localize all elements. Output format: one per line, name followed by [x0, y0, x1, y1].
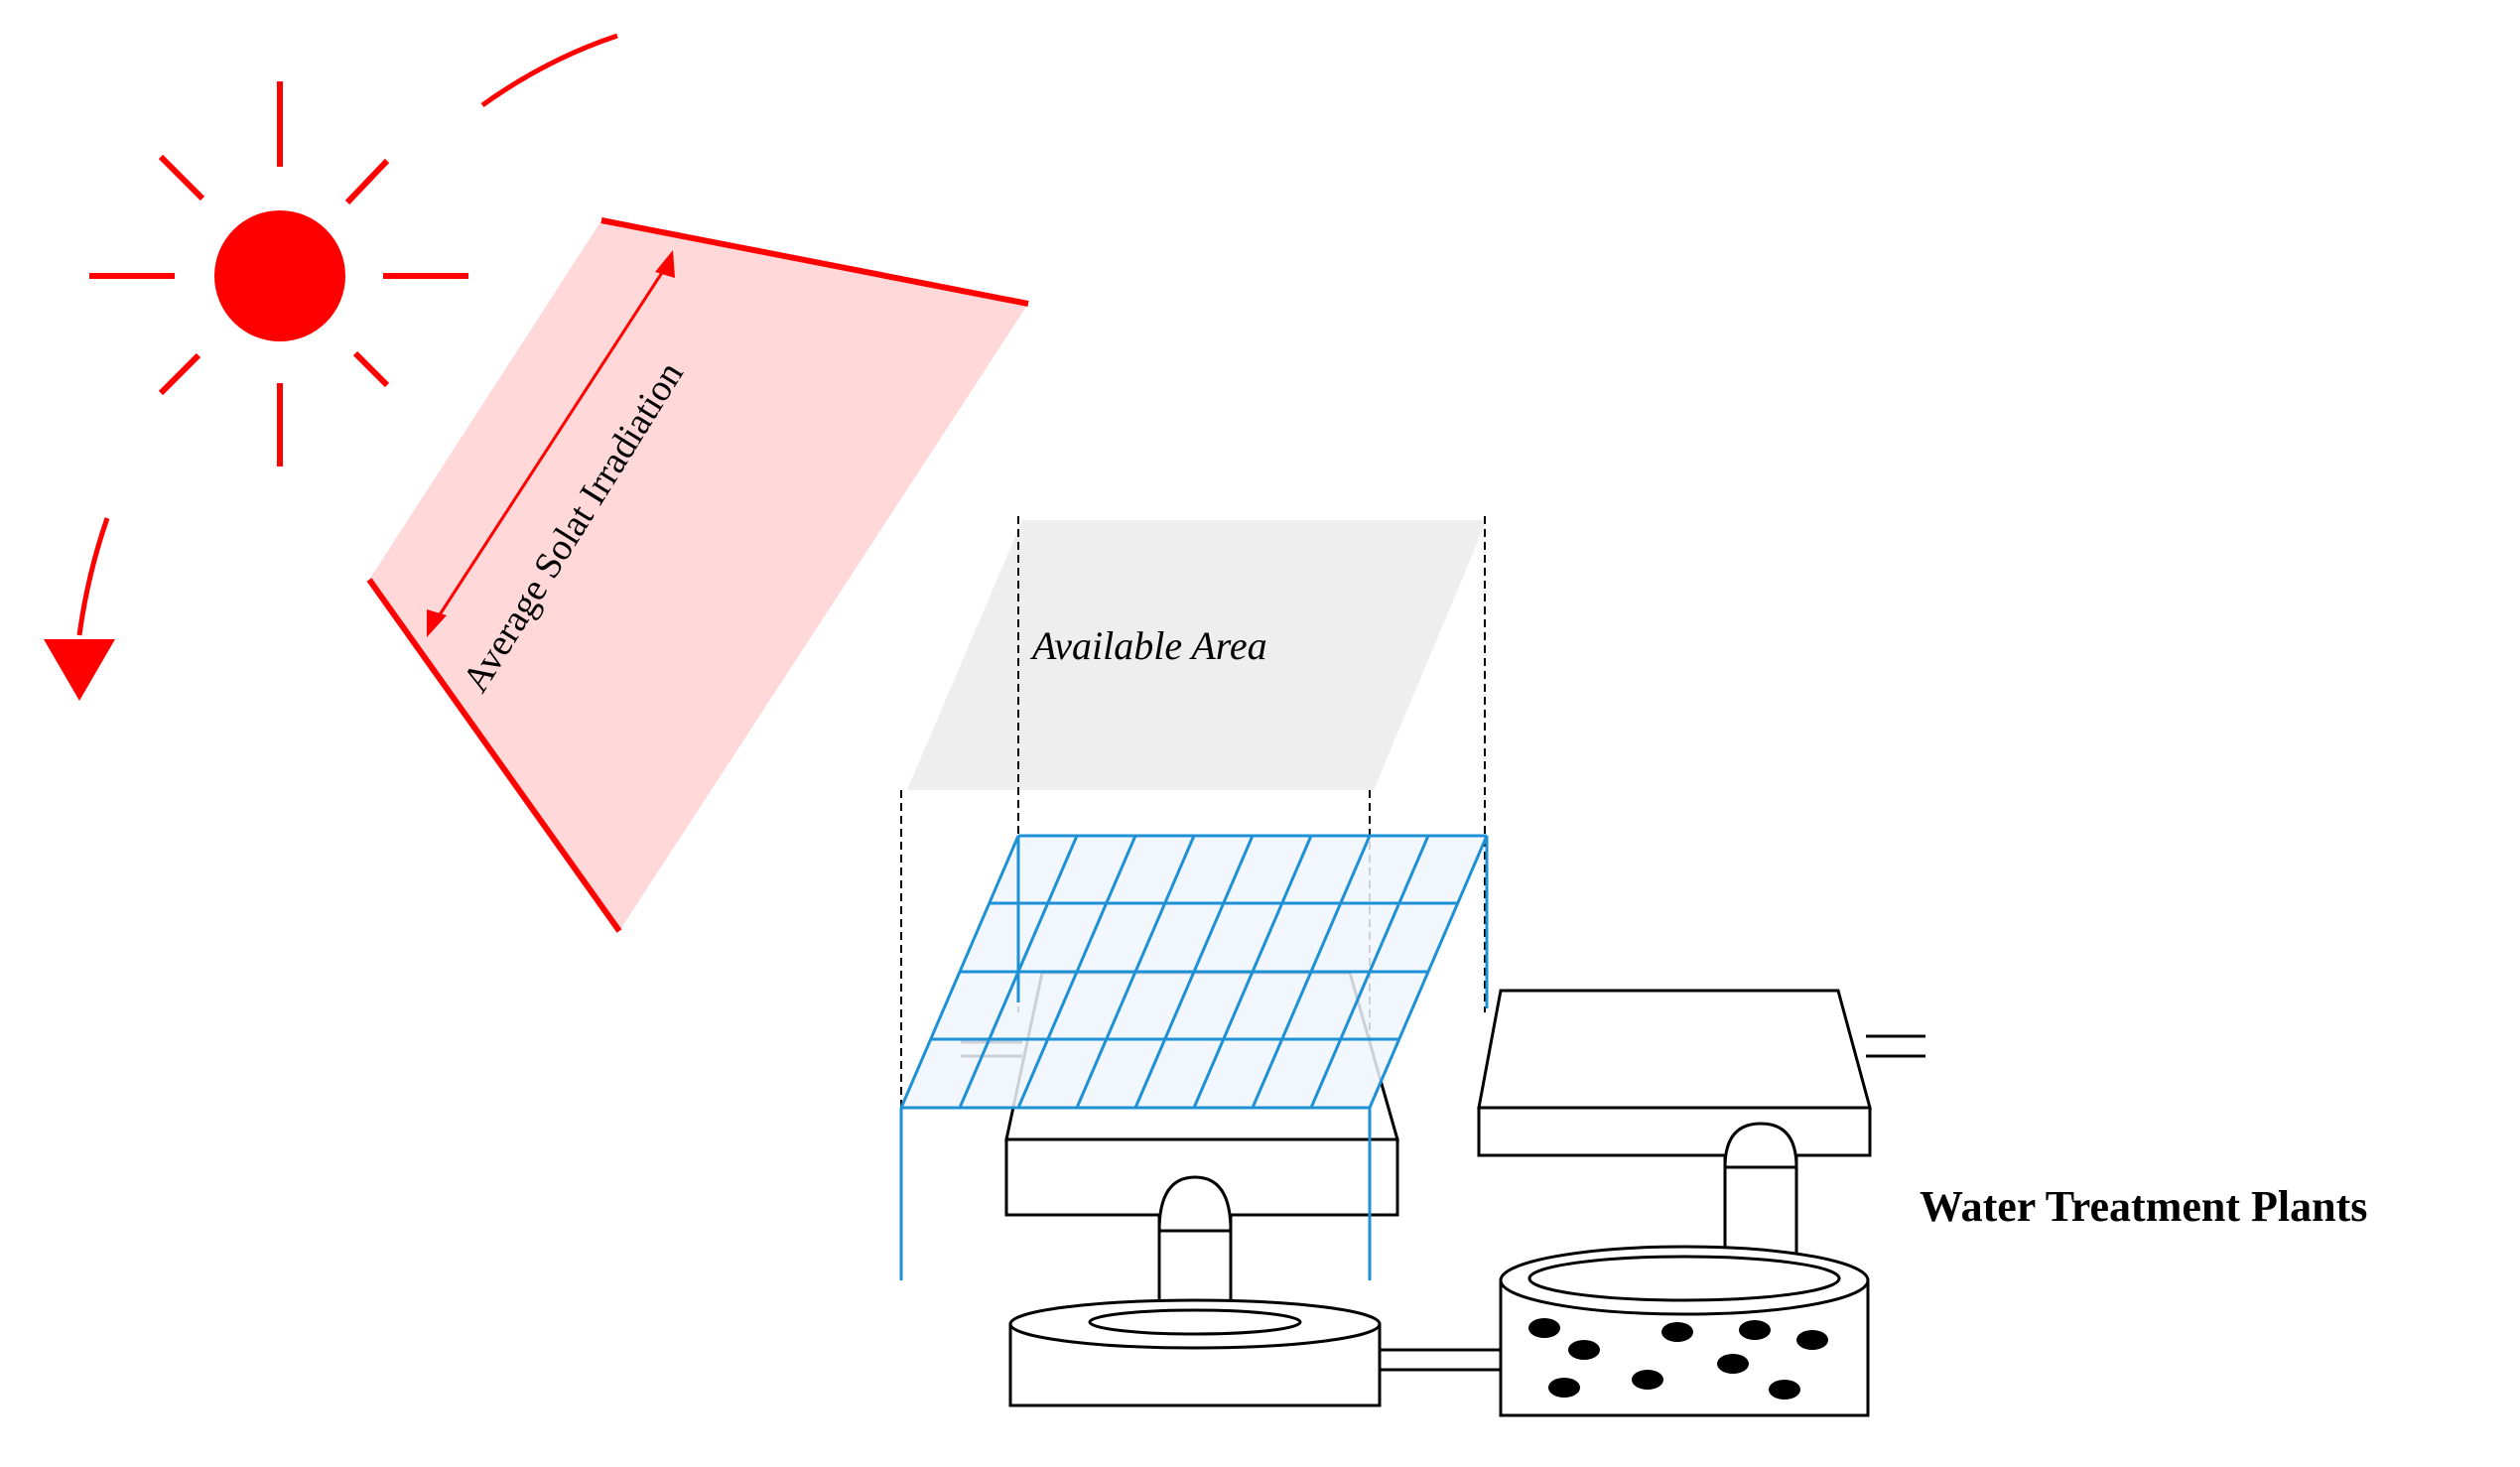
media-pellet [1661, 1322, 1693, 1342]
media-pellet [1769, 1380, 1800, 1400]
media-pellet [1568, 1340, 1600, 1360]
available-area: Available Area [900, 516, 1487, 1108]
beam-fill [369, 220, 1028, 931]
irradiation-double-arrow [435, 267, 667, 620]
panel-grid-line [899, 835, 1020, 1109]
media-pellet [1796, 1330, 1828, 1350]
panel-grid-line [1309, 835, 1430, 1109]
arrowhead-down [427, 609, 447, 637]
available-area-plane [907, 520, 1487, 790]
panel-grid-line [1133, 835, 1255, 1109]
sun-ray [158, 352, 201, 396]
media-pellet [1739, 1320, 1771, 1340]
solar-panel [899, 834, 1489, 1280]
beam-edge-top [600, 217, 1029, 307]
irradiation-beam: Average Solat Irradiation [366, 217, 1029, 933]
sun-path-arrow-icon [44, 33, 618, 701]
media-tank-opening [1527, 1255, 1841, 1302]
media-pellet [1548, 1378, 1580, 1398]
sun-path-arrowhead [44, 639, 115, 701]
arrowhead-up [655, 250, 675, 278]
ring-tank-opening [1088, 1308, 1302, 1336]
sun-disc [214, 210, 345, 341]
media-pellet [1528, 1318, 1560, 1338]
sun-ray [352, 350, 390, 388]
available-area-label: Available Area [1029, 623, 1267, 668]
treatment-unit-right [1380, 989, 1925, 1417]
media-pellet [1717, 1354, 1749, 1374]
panel-grid-line [1016, 835, 1137, 1109]
sun-path-arc-bottom [76, 517, 110, 636]
water-treatment-plants-label: Water Treatment Plants [1920, 1182, 2367, 1231]
panel-grid-line [1075, 835, 1196, 1109]
sun-ray [344, 158, 390, 205]
panel-grid-line [1368, 835, 1489, 1109]
sun-icon [89, 81, 468, 467]
connector-dome [1157, 1175, 1233, 1233]
filter-unit-top [1477, 989, 1872, 1110]
beam-edge-bottom [366, 578, 622, 933]
sun-ray [158, 154, 205, 201]
connector-dome [1723, 1122, 1798, 1169]
panel-grid-line [1192, 835, 1313, 1109]
panel-grid-line [1251, 835, 1372, 1109]
filter-unit-body [1477, 1106, 1872, 1157]
media-pellet [1632, 1370, 1663, 1390]
sun-path-arc-top [480, 33, 618, 108]
